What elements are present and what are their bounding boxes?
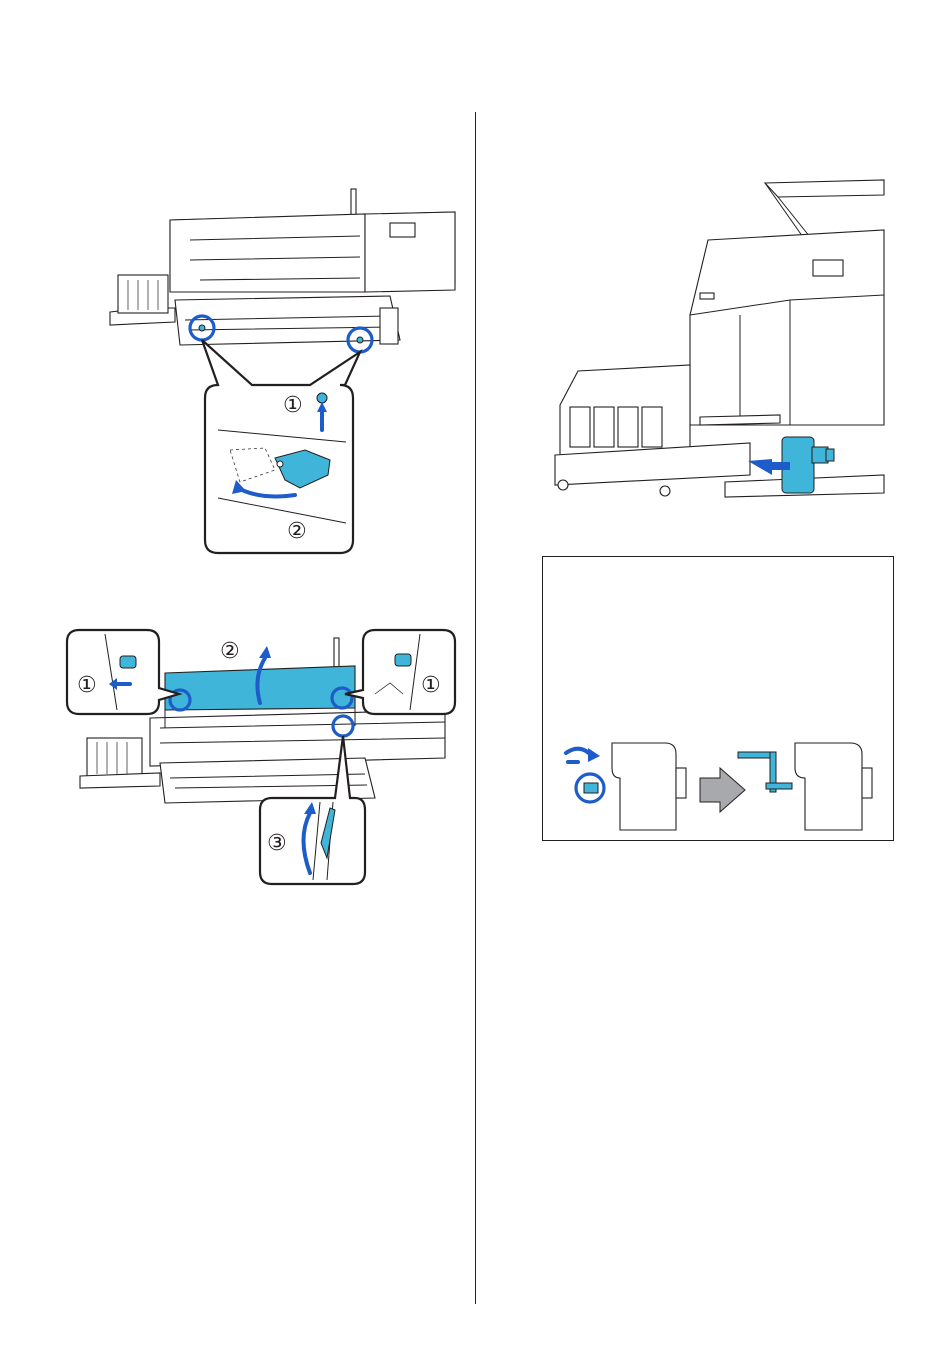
figure-1-transport-lock: ① ② [100,180,420,560]
transition-arrow [700,768,745,812]
printer-badge [700,293,714,299]
step-1-right-marker: ① [421,673,441,698]
column-divider [475,112,476,1304]
figure-4-handle [560,738,880,838]
holder-unit-left [612,743,676,830]
open-cover [765,180,884,197]
ink-tank-stand [80,773,160,788]
ink-tank-4 [642,407,662,447]
step-1-marker: ① [283,393,303,418]
handle-folded [584,783,598,793]
lever-left [120,656,136,668]
figure-2-cover-open: ② ① ① ③ [65,628,465,888]
ink-tank-1 [570,407,590,447]
holder-knob-left [676,768,686,798]
handle-extended [738,752,774,758]
antenna [351,189,356,217]
ink-tanks [87,738,142,778]
screw-icon [317,393,327,403]
right-lever-callout [345,630,455,714]
figure-3-roll-holder [550,175,886,515]
ink-tank-3 [618,407,638,447]
holder-unit-right [795,743,862,830]
screen [813,260,843,276]
left-lever-callout [67,630,179,714]
control-panel-screen [390,223,415,237]
holder-knob-right [862,768,872,798]
right-leg [380,308,398,344]
ink-tank-2 [594,407,614,447]
step-1-left-marker: ① [77,673,97,698]
printer-body [690,230,884,425]
lever-right [395,654,411,666]
step-2-marker: ② [287,519,307,544]
step-3-marker: ③ [267,831,287,856]
printer-body [150,710,445,766]
ink-tanks [118,275,168,313]
step-2-marker: ② [220,639,240,664]
printer-front [170,214,365,292]
